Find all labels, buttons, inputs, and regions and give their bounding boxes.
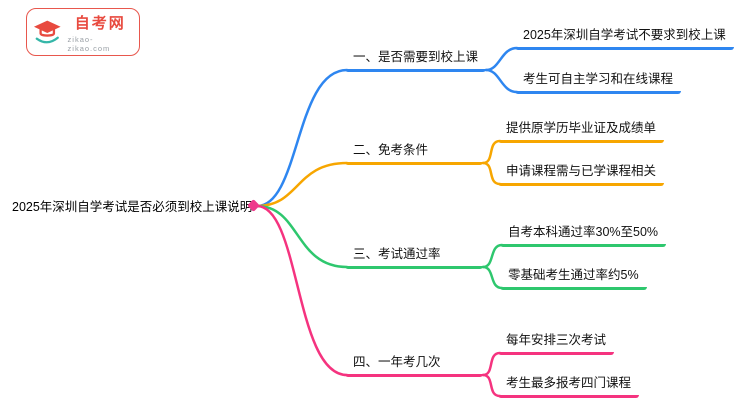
logo-subtitle: zikao-zikao.com <box>67 34 111 53</box>
logo-cap-shape <box>33 20 61 33</box>
connector-branch1-leaf2 <box>484 68 519 94</box>
root-node: 2025年深圳自学考试是否必须到校上课说明 <box>12 200 253 214</box>
leaf-3-1: 自考本科通过率30%至50% <box>500 222 667 247</box>
branch-4-label: 四、一年考几次 <box>345 352 483 377</box>
branch-1-label: 一、是否需要到校上课 <box>345 47 487 72</box>
connector-root-branch-4 <box>255 204 349 377</box>
branch-2-label: 二、免考条件 <box>345 140 483 165</box>
logo-cap-band <box>39 29 56 37</box>
branch-3-label: 三、考试通过率 <box>345 244 483 269</box>
leaf-1-1: 2025年深圳自学考试不要求到校上课 <box>515 25 734 50</box>
logo-teal-swoosh <box>35 36 59 44</box>
leaf-2-2: 申请课程需与已学课程相关 <box>498 161 665 186</box>
connector-branch2-leaf1 <box>481 139 502 165</box>
leaf-4-2: 考生最多报考四门课程 <box>498 373 640 398</box>
connector-branch3-leaf1 <box>481 243 504 269</box>
connector-branch4-leaf1 <box>481 351 502 377</box>
logo-text: 自考网 zikao-zikao.com <box>68 12 133 53</box>
connector-root-branch-1 <box>255 68 349 208</box>
logo-title: 自考网 <box>74 14 126 32</box>
logo: 自考网 zikao-zikao.com <box>26 8 140 56</box>
connector-root-branch-3 <box>255 204 349 269</box>
leaf-4-1: 每年安排三次考试 <box>498 330 615 355</box>
connector-branch1-leaf1 <box>484 46 519 72</box>
connector-root-branch-2 <box>255 161 349 208</box>
leaf-3-2: 零基础考生通过率约5% <box>500 265 647 290</box>
leaf-2-1: 提供原学历毕业证及成绩单 <box>498 118 665 143</box>
logo-icon <box>33 20 61 44</box>
leaf-1-2: 考生可自主学习和在线课程 <box>515 69 682 94</box>
